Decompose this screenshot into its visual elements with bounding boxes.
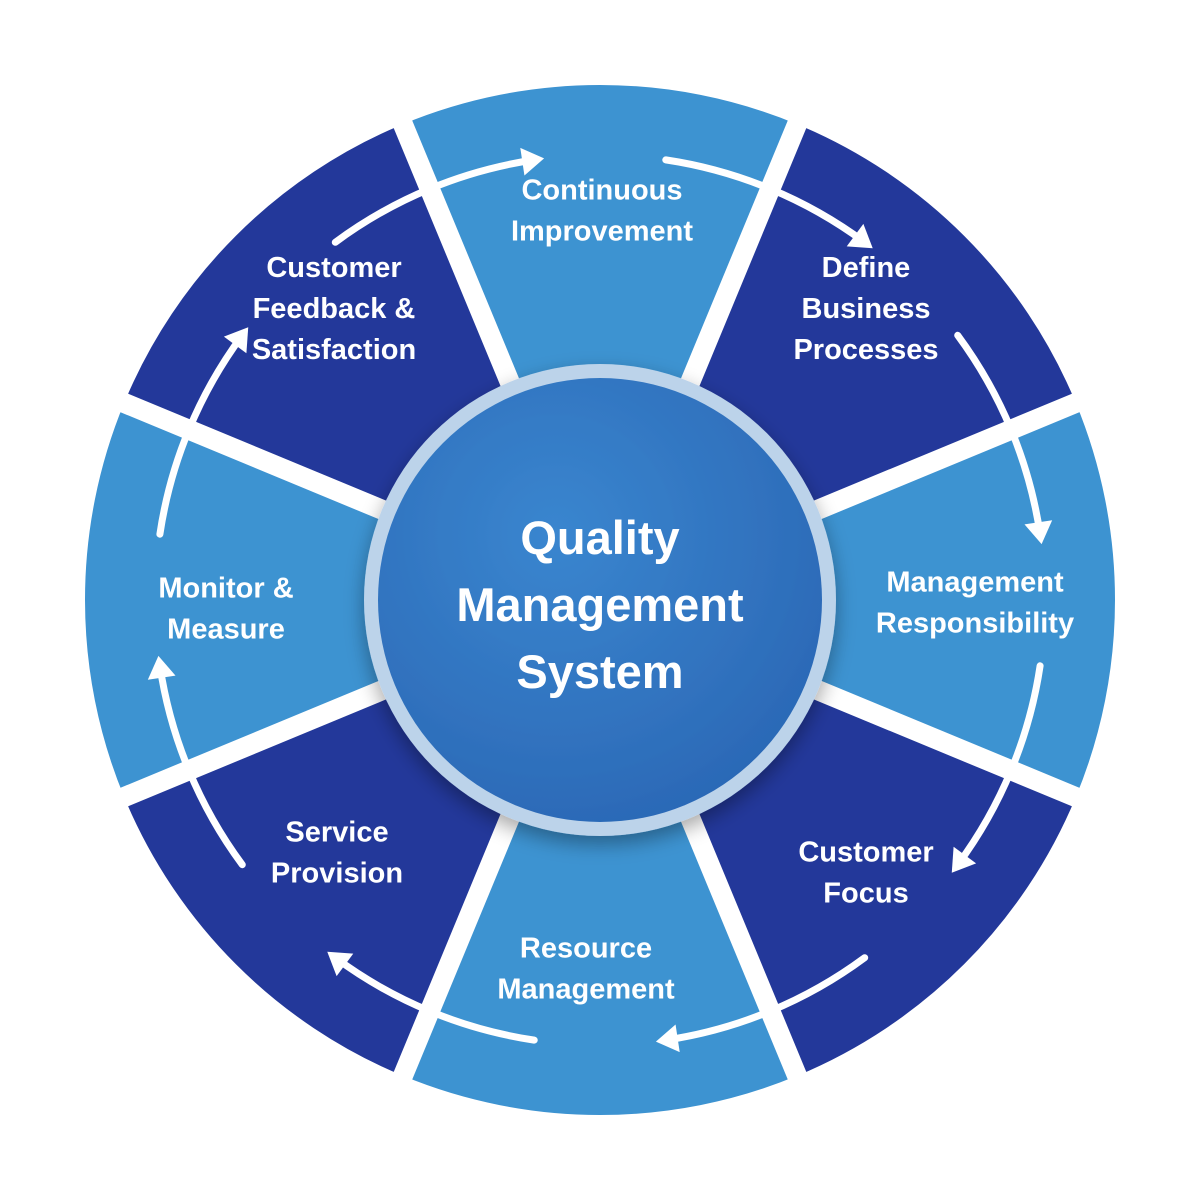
flow-arrow-7 <box>156 331 246 538</box>
segment-label-define-business-processes-line-1: Define <box>822 252 911 284</box>
flow-arrow-head-5 <box>327 951 354 977</box>
segment-label-management-responsibility-line-1: Management <box>886 567 1064 599</box>
divider-2 <box>659 92 818 438</box>
segment-label-customer-focus-line-2: Focus <box>823 878 908 910</box>
divider-5 <box>659 762 818 1108</box>
segment-define-business-processes <box>682 124 1076 518</box>
flow-arrow-head-8 <box>520 147 545 176</box>
segment-label-customer-feedback-satisfaction-line-1: Customer <box>266 252 401 284</box>
flow-arrows <box>147 147 1053 1053</box>
divider-8 <box>92 382 438 541</box>
flow-arrow-head-6 <box>147 655 176 680</box>
flow-arrow-head-1 <box>846 223 873 249</box>
segment-label-monitor-measure-line-2: Measure <box>167 614 285 646</box>
flow-arrow-8 <box>331 156 538 246</box>
center-hub <box>364 364 836 836</box>
divider-6 <box>382 762 541 1108</box>
divider-3 <box>762 382 1108 541</box>
segment-label-service-provision-line-1: Service <box>285 817 388 849</box>
segment-label-management-responsibility-line-2: Responsibility <box>876 608 1074 640</box>
segment-customer-focus <box>682 682 1076 1076</box>
flow-arrow-head-2 <box>1024 520 1053 545</box>
segment-label-service-provision-line-2: Provision <box>271 858 403 890</box>
segment-customer-feedback-satisfaction <box>124 124 518 518</box>
flow-arrow-6 <box>156 662 246 869</box>
flow-arrow-head-7 <box>223 327 249 354</box>
center-circle <box>378 378 822 822</box>
segment-dividers <box>92 92 1108 1108</box>
flow-arrow-head-4 <box>655 1024 680 1053</box>
segment-label-monitor-measure-line-1: Monitor & <box>158 573 293 605</box>
divider-4 <box>762 659 1108 818</box>
divider-7 <box>92 659 438 818</box>
segment-label-continuous-improvement-line-1: Continuous <box>521 175 682 207</box>
flow-arrow-5 <box>331 954 538 1044</box>
segment-label-customer-feedback-satisfaction-line-2: Feedback & <box>253 293 416 325</box>
flow-arrow-1 <box>662 156 869 246</box>
center-title-line-1: Quality <box>520 511 679 564</box>
center-title-line-3: System <box>516 645 683 698</box>
flow-arrow-head-3 <box>951 846 977 873</box>
flow-arrow-3 <box>954 662 1044 869</box>
segment-label-define-business-processes-line-2: Business <box>802 293 931 325</box>
segment-label-continuous-improvement-line-2: Improvement <box>511 216 693 248</box>
center-title-line-2: Management <box>456 578 744 631</box>
segment-label-resource-management-line-2: Management <box>497 974 675 1006</box>
segment-label-define-business-processes-line-3: Processes <box>793 334 938 366</box>
segment-label-customer-feedback-satisfaction-line-3: Satisfaction <box>252 334 416 366</box>
flow-arrow-2 <box>954 331 1044 538</box>
segment-labels: ContinuousImprovementDefineBusinessProce… <box>158 175 1074 1006</box>
flow-arrow-4 <box>662 954 869 1044</box>
segment-label-customer-focus-line-1: Customer <box>798 837 933 869</box>
segment-service-provision <box>124 682 518 1076</box>
segment-label-resource-management-line-1: Resource <box>520 933 652 965</box>
divider-1 <box>382 92 541 438</box>
